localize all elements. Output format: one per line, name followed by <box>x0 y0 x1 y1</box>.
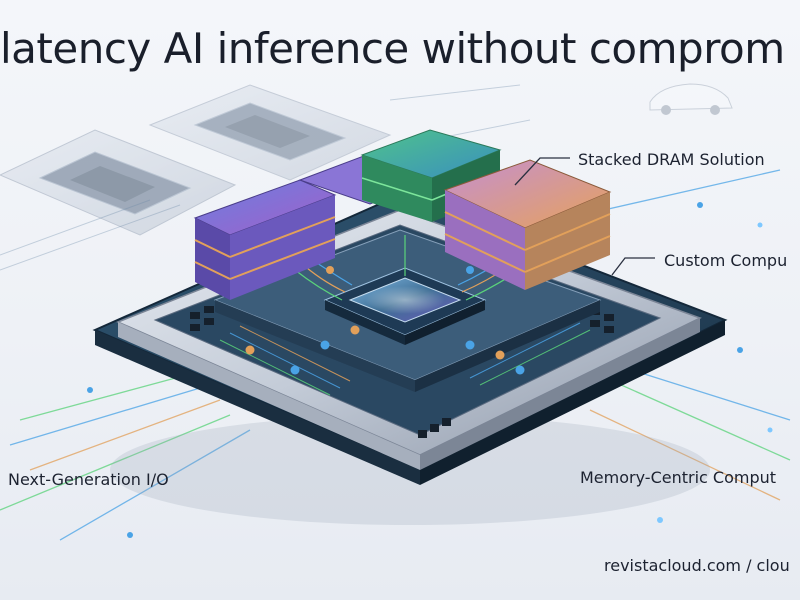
label-stacked-dram: Stacked DRAM Solution <box>578 150 765 169</box>
label-custom-compute: Custom Compu <box>664 251 788 270</box>
source-credit: revistacloud.com / clou <box>604 556 790 575</box>
label-next-gen-io: Next-Generation I/O <box>8 470 169 489</box>
smd-components-left <box>190 306 214 331</box>
callout-leaders <box>514 157 655 276</box>
dram-stack-left <box>193 179 337 300</box>
car-icon <box>649 83 733 115</box>
label-memory-centric: Memory-Centric Comput <box>580 468 777 487</box>
headline: latency AI inference without comprom <box>0 24 785 73</box>
signal-nodes <box>245 266 525 375</box>
data-traces <box>0 169 791 541</box>
dram-stack-right <box>443 159 612 290</box>
compute-die <box>323 267 487 345</box>
smd-components-bottom <box>418 418 451 438</box>
background-chip-left <box>0 129 237 236</box>
background-chip-center <box>148 84 392 181</box>
